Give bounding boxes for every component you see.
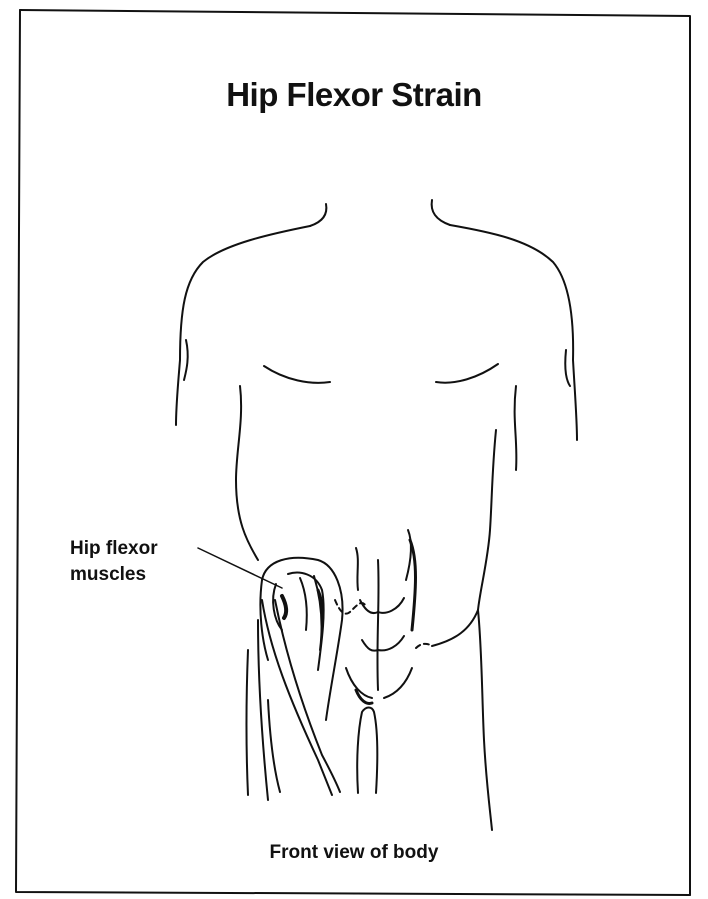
hip-flexor-muscles: [247, 558, 433, 800]
diagram-caption: Front view of body: [0, 842, 708, 864]
callout-line-2: muscles: [70, 562, 158, 588]
neck-outline: [310, 200, 450, 226]
callout-line-1: Hip flexor: [70, 536, 158, 562]
page-border: [16, 10, 690, 895]
groin-outline: [357, 708, 377, 794]
abdominal-muscles: [346, 530, 416, 703]
hip-flexor-callout: Hip flexor muscles: [70, 536, 158, 588]
diagram-title: Hip Flexor Strain: [0, 76, 708, 114]
